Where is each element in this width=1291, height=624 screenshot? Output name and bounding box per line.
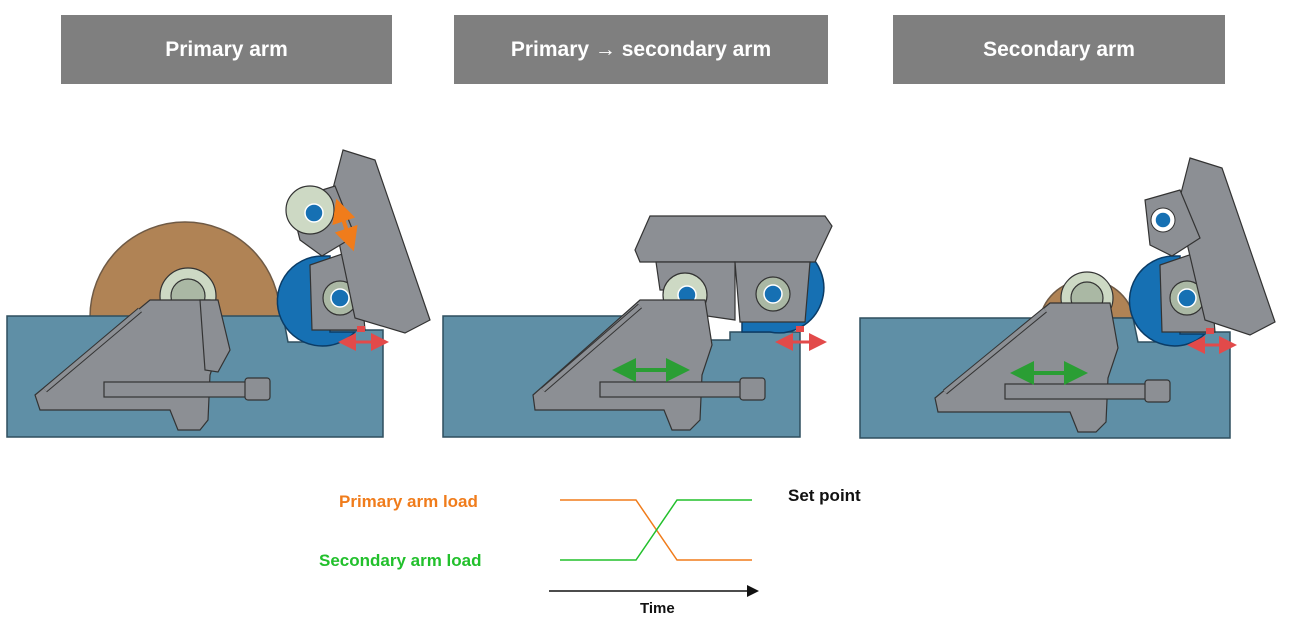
primary-shaft-icon [304, 203, 324, 223]
header-secondary-arm: Secondary arm [893, 15, 1225, 84]
shaft-icon [330, 288, 350, 308]
header-secondary-label: Secondary arm [983, 37, 1135, 61]
header-transition-label: Primary → secondary arm [510, 37, 772, 61]
primary-load-arrow [332, 198, 358, 252]
secondary-load-line [560, 499, 752, 561]
arm-frame-horizontal [634, 215, 833, 263]
header-transition: Primary → secondary arm [454, 15, 828, 84]
panel-primary-arm [6, 149, 431, 438]
panel-transition [442, 215, 833, 438]
secondary-load-label: Secondary arm load [319, 551, 482, 570]
cylinder [599, 381, 751, 398]
shaft-icon [763, 284, 783, 304]
cylinder [1004, 383, 1156, 400]
cylinder [103, 381, 255, 398]
header-primary-label: Primary arm [165, 37, 288, 61]
primary-load-label: Primary arm load [339, 492, 478, 511]
time-label: Time [640, 600, 675, 617]
panel-secondary-arm [859, 157, 1276, 439]
shaft-icon [1177, 288, 1197, 308]
header-primary-arm: Primary arm [61, 15, 392, 84]
primary-shaft-icon [1154, 211, 1172, 229]
set-point-label: Set point [788, 486, 861, 505]
load-transition-graph [549, 499, 759, 597]
